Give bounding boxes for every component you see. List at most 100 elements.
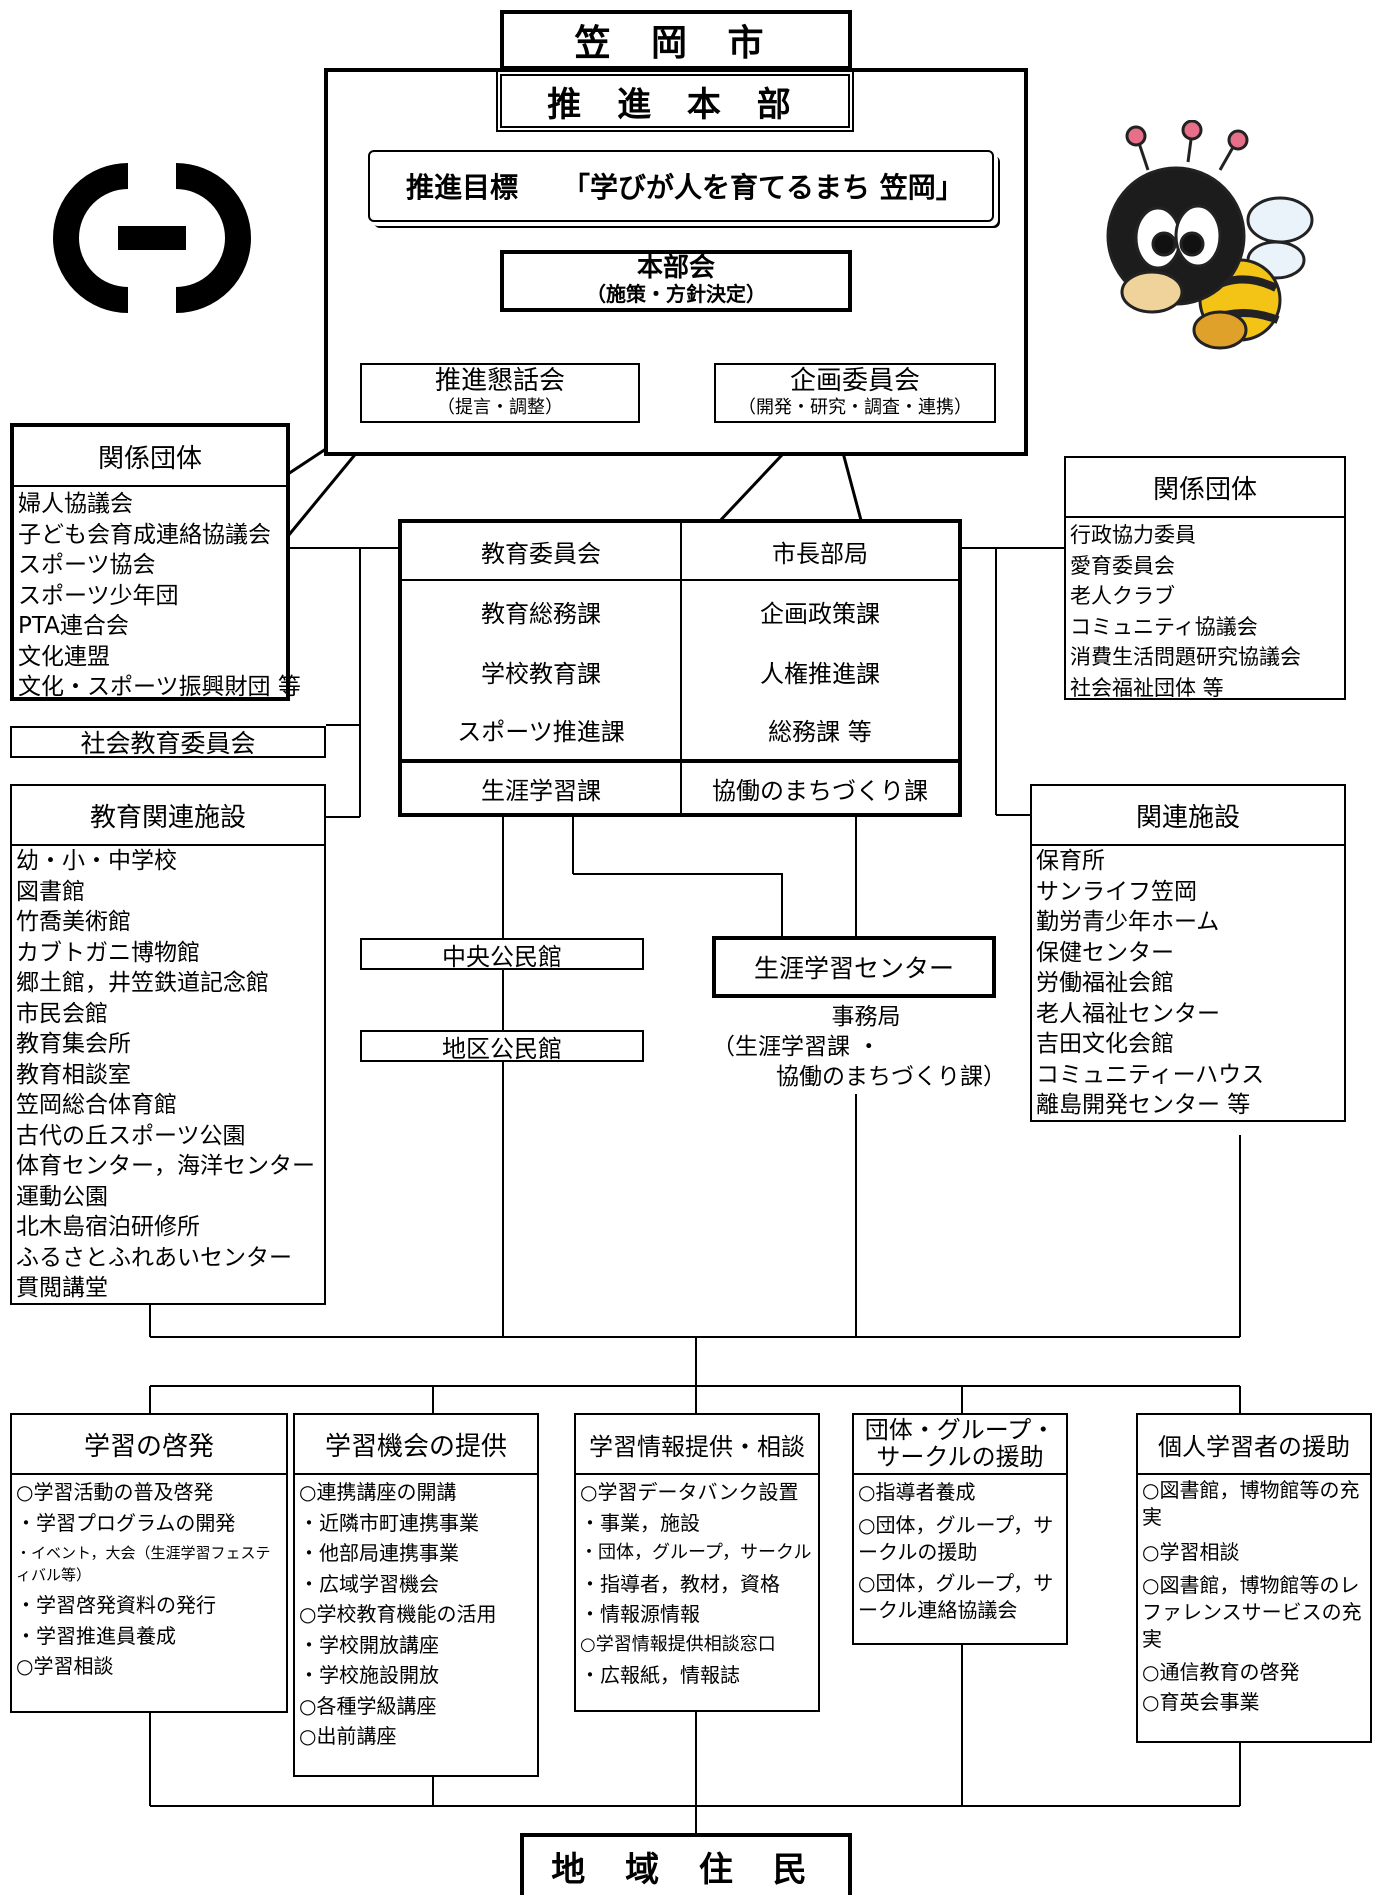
list-item: コミュニティーハウス [1036, 1061, 1265, 1088]
edu-dept-item: 教育総務課 [481, 599, 601, 628]
list-item: 消費生活問題研究協議会 [1070, 645, 1301, 669]
list-item: 笠岡総合体育館 [16, 1092, 177, 1118]
list-item: ○団体，グループ，サークルの援助 [858, 1512, 1054, 1564]
lifelong-learning-section: 生涯学習課 [481, 776, 601, 805]
list-item: 北木島宿泊研修所 [16, 1214, 200, 1240]
list-item: 社会福祉団体 等 [1070, 675, 1224, 700]
goal-banner: 推進目標 「学びが人を育てるまち 笠岡」 [368, 150, 994, 222]
list-item: コミュニティ協議会 [1070, 614, 1258, 639]
central-hall-box: 中央公民館 [360, 938, 644, 971]
council-sub: （施策・方針決定） [586, 282, 766, 306]
list-item: 郷土館，井笠鉄道記念館 [16, 970, 269, 996]
list-item: ○図書館，博物館等のレファレンスサービスの充実 [1142, 1572, 1362, 1651]
center-org-table: 教育委員会 市長部局 教育総務課 学校教育課 スポーツ推進課 企画政策課 人権推… [398, 519, 962, 817]
list-item: 市民会館 [16, 1000, 108, 1027]
left-groups-list: 婦人協議会 子ども会育成連絡協議会 スポーツ協会 スポーツ少年団 PTA連合会 … [18, 489, 301, 703]
list-item: ・指導者，教材，資格 [580, 1571, 780, 1596]
list-item: ○指導者養成 [858, 1480, 976, 1504]
social-ed-committee: 社会教育委員会 [80, 729, 256, 758]
list-item: 婦人協議会 [18, 491, 133, 517]
secretariat-line2: 協働のまちづくり課） [776, 1064, 1006, 1090]
activity-title-line1: 団体・グループ・ [864, 1416, 1056, 1444]
list-item: スポーツ少年団 [18, 582, 179, 609]
edu-facilities-title: 教育関連施設 [12, 786, 324, 846]
rel-facilities-box: 関連施設 保育所 サンライフ笠岡 勤労青少年ホーム 保健センター 労働福祉会館 … [1030, 784, 1346, 1122]
planning-sub: （開発・研究・調査・連携） [738, 397, 972, 418]
list-item: 竹喬美術館 [16, 909, 131, 935]
list-item: 貫閲講堂 [16, 1275, 108, 1301]
rel-facilities-title: 関連施設 [1032, 786, 1344, 846]
activity-title: 学習の啓発 [12, 1415, 286, 1475]
secretariat-label: 事務局 [831, 1004, 901, 1030]
secretariat-note: 事務局 （生涯学習課 ・ 協働のまちづくり課） [700, 1002, 1010, 1092]
activity-box-information: 学習情報提供・相談 ○学習データバンク設置 ・事業，施設 ・団体，グループ，サー… [574, 1413, 820, 1712]
list-item: ・学校施設開放 [299, 1663, 439, 1687]
list-item: ・学習推進員養成 [16, 1623, 176, 1648]
right-groups-title: 関係団体 [1066, 458, 1344, 518]
activity-title: 学習情報提供・相談 [576, 1415, 818, 1475]
list-item: 図書館 [16, 878, 85, 905]
right-groups-box: 関係団体 行政協力委員 愛育委員会 老人クラブ コミュニティ協議会 消費生活問題… [1064, 456, 1346, 700]
list-item: ・広域学習機会 [299, 1571, 439, 1596]
list-item: ・学校開放講座 [299, 1632, 439, 1657]
list-item: ○学習相談 [16, 1654, 114, 1678]
list-item: ○連携講座の開講 [299, 1480, 457, 1504]
list-item: ○学校教育機能の活用 [299, 1602, 497, 1626]
mayor-office-header: 市長部局 [772, 539, 868, 568]
planning-box: 企画委員会 （開発・研究・調査・連携） [714, 363, 996, 423]
list-item: 老人クラブ [1070, 584, 1175, 608]
list-item: 幼・小・中学校 [16, 848, 177, 874]
list-item: ○通信教育の啓発 [1142, 1659, 1300, 1684]
activity-box-individuals: 個人学習者の援助 ○図書館，博物館等の充実 ○学習相談 ○図書館，博物館等のレフ… [1136, 1413, 1372, 1743]
residents-box: 地 域 住 民 [520, 1833, 852, 1895]
forum-sub: （提言・調整） [437, 397, 563, 418]
district-hall-box: 地区公民館 [360, 1030, 644, 1063]
list-item: 子ども会育成連絡協議会 [18, 521, 271, 548]
goal-label: 推進目標 [406, 171, 519, 204]
forum-box: 推進懇話会 （提言・調整） [360, 363, 640, 423]
list-item: 文化・スポーツ振興財団 等 [18, 674, 301, 700]
list-item: ○団体，グループ，サークル連絡協議会 [858, 1570, 1054, 1622]
edu-dept-item: 学校教育課 [481, 659, 601, 688]
list-item: 愛育委員会 [1070, 553, 1175, 578]
edu-facilities-box: 教育関連施設 幼・小・中学校 図書館 竹喬美術館 カブトガニ博物館 郷土館，井笠… [10, 784, 326, 1305]
rel-facilities-list: 保育所 サンライフ笠岡 勤労青少年ホーム 保健センター 労働福祉会館 老人福祉セ… [1036, 846, 1342, 1121]
forum-title: 推進懇話会 [434, 366, 565, 396]
central-hall: 中央公民館 [442, 942, 562, 971]
lifelong-center-title: 生涯学習センター [753, 954, 954, 983]
list-item: ・広報紙，情報誌 [580, 1663, 740, 1687]
list-item: ○出前講座 [299, 1724, 397, 1748]
left-groups-title: 関係団体 [14, 427, 286, 487]
district-hall: 地区公民館 [442, 1034, 562, 1063]
list-item: カブトガニ博物館 [16, 939, 200, 966]
list-item: 労働福祉会館 [1036, 970, 1174, 996]
activity-title: 団体・グループ・ サークルの援助 [854, 1415, 1066, 1475]
city-emblem-icon [53, 163, 251, 313]
list-item: サンライフ笠岡 [1036, 878, 1197, 905]
council-title: 本部会 [636, 253, 715, 283]
list-item: 古代の丘スポーツ公園 [16, 1122, 246, 1149]
mayor-dept-item: 総務課 等 [768, 717, 872, 746]
list-item: ○学習情報提供相談窓口 [580, 1633, 776, 1655]
list-item: 老人福祉センター [1036, 1000, 1220, 1027]
list-item: 運動公園 [16, 1183, 108, 1210]
list-item: ・事業，施設 [580, 1510, 700, 1535]
hq-title: 推 進 本 部 [547, 84, 803, 125]
list-item: ○図書館，博物館等の充実 [1142, 1478, 1360, 1529]
list-item: 教育集会所 [16, 1031, 131, 1057]
list-item: スポーツ協会 [18, 552, 156, 578]
lifelong-center-box: 生涯学習センター [712, 936, 996, 998]
activity-title-line2: サークルの援助 [876, 1443, 1044, 1471]
right-groups-list: 行政協力委員 愛育委員会 老人クラブ コミュニティ協議会 消費生活問題研究協議会… [1070, 520, 1342, 703]
goal-text: 「学びが人を育てるまち 笠岡」 [562, 171, 964, 204]
activity-title: 学習機会の提供 [295, 1415, 537, 1475]
list-item: PTA連合会 [18, 613, 129, 639]
activity-box-groups: 団体・グループ・ サークルの援助 ○指導者養成 ○団体，グループ，サークルの援助… [852, 1413, 1068, 1645]
list-item: 勤労青少年ホーム [1036, 909, 1220, 935]
list-item: 体育センター，海洋センター [16, 1153, 315, 1179]
city-title: 笠 岡 市 [574, 23, 778, 64]
list-item: 行政協力委員 [1070, 523, 1196, 547]
social-ed-committee-box: 社会教育委員会 [10, 726, 326, 758]
list-item: ・情報源情報 [580, 1602, 700, 1626]
city-title-box: 笠 岡 市 [500, 10, 852, 70]
